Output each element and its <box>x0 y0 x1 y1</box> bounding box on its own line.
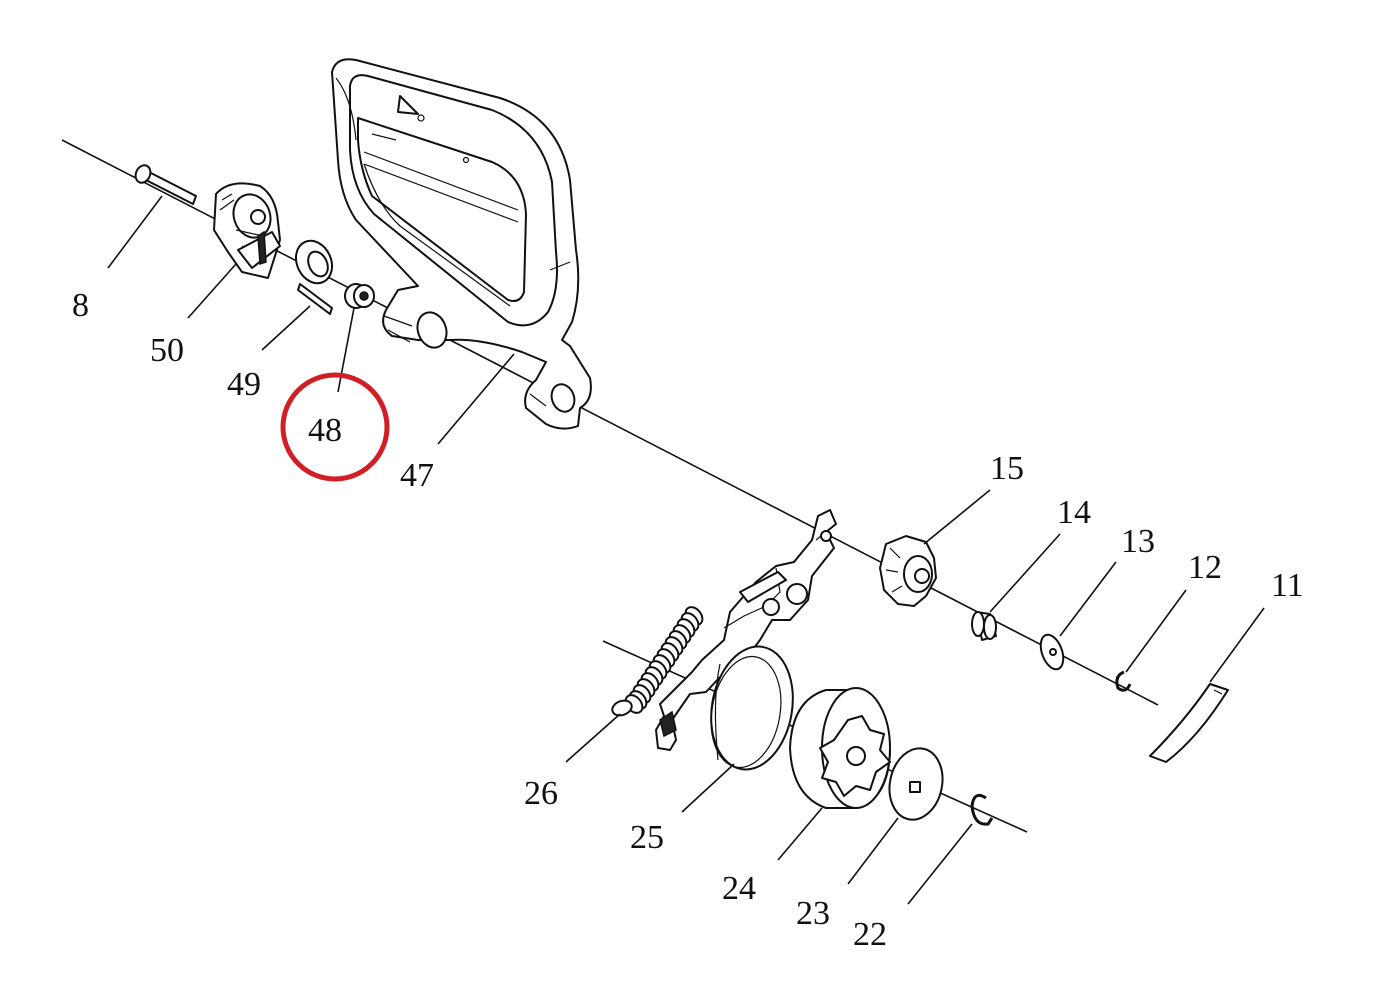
leader-48 <box>337 307 355 393</box>
label-11: 11 <box>1271 567 1304 604</box>
part-8-pin <box>134 164 197 205</box>
part-14-sleeve <box>971 611 997 641</box>
label-23: 23 <box>796 895 830 932</box>
label-13: 13 <box>1121 523 1155 560</box>
label-22: 22 <box>853 916 887 953</box>
label-25: 25 <box>630 819 664 856</box>
part-47-handle <box>331 58 592 430</box>
label-14: 14 <box>1057 494 1091 531</box>
part-25-brake-band <box>710 645 794 771</box>
part-22-eclip <box>970 793 994 826</box>
part-48-bushing <box>344 283 375 309</box>
part-labels: 8 50 49 48 47 15 14 13 12 11 26 25 24 23… <box>72 287 1304 953</box>
part-26-spring <box>611 606 704 717</box>
leader-23 <box>847 817 899 885</box>
part-12-clip <box>1115 670 1132 692</box>
brake-lever <box>655 509 837 751</box>
part-15-nut <box>879 535 937 607</box>
leader-13 <box>1059 561 1117 637</box>
part-49-clip <box>295 239 333 315</box>
leader-50 <box>187 263 237 319</box>
leader-12 <box>1125 589 1187 673</box>
leader-14 <box>989 533 1061 613</box>
leader-11 <box>1209 607 1265 683</box>
part-50-housing <box>213 182 281 279</box>
label-48: 48 <box>308 412 342 449</box>
label-15: 15 <box>990 450 1024 487</box>
label-26: 26 <box>524 775 558 812</box>
label-49: 49 <box>227 366 261 403</box>
highlight-circle <box>280 372 390 482</box>
leader-22 <box>907 823 973 905</box>
leader-25 <box>681 763 735 813</box>
part-24-clutch-drum <box>789 687 891 809</box>
label-47: 47 <box>400 457 434 494</box>
part-11-plate <box>1149 683 1229 763</box>
label-8: 8 <box>72 287 89 324</box>
label-50: 50 <box>150 332 184 369</box>
part-23-washer <box>888 747 944 821</box>
leader-24 <box>777 807 823 861</box>
leader-8 <box>107 195 163 269</box>
leader-47 <box>437 353 515 445</box>
part-13-washer <box>1039 633 1065 671</box>
leader-15 <box>923 489 991 545</box>
leader-26 <box>565 713 621 763</box>
leader-lines <box>107 195 1265 905</box>
label-24: 24 <box>722 870 756 907</box>
label-12: 12 <box>1188 549 1222 586</box>
leader-49 <box>261 305 311 351</box>
